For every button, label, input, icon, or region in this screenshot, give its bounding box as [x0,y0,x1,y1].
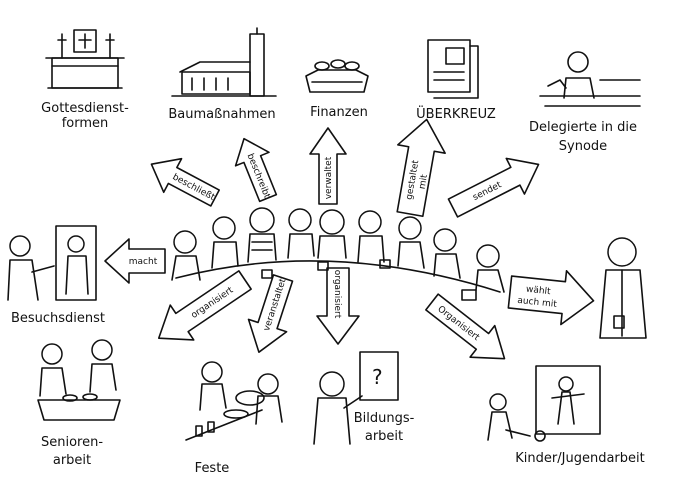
label-bildung-line1: Bildungs- [354,411,415,426]
pastor-illustration [599,237,647,339]
label-senioren-line2: arbeit [53,453,91,468]
info-sign-icon: ? [372,365,383,389]
arrow-macht: macht [104,238,166,284]
label-delegierte-line1: Delegierte in die [529,120,637,135]
arrow-label-organisiert-center: organisiert [332,270,342,319]
label-feste: Feste [195,461,230,476]
arrow-beschreibt: beschreibt [234,137,278,203]
arrow-label-verwaltet: verwaltet [324,156,334,199]
arrow-verwaltet: verwaltet [309,127,347,205]
arrow-sendet: sendet [447,157,540,218]
synod-delegate-illustration [539,51,641,107]
finance-illustration [305,59,369,93]
altar-illustration [45,29,125,89]
label-gottesdienst-line2: formen [62,116,109,131]
label-bildung-line2: arbeit [365,429,403,444]
arrow-label-macht: macht [129,257,158,267]
label-besuchsdienst: Besuchsdienst [11,311,105,326]
label-finanzen: Finanzen [310,105,368,120]
arrow-beschliesst: beschließt [150,157,221,207]
education-illustration: ? [313,351,399,445]
seniors-illustration [37,339,121,421]
arrow-label-waehlt: wählt [526,285,552,298]
label-delegierte-line2: Synode [559,139,607,154]
label-ueberkreuz: ÜBERKREUZ [416,105,496,122]
arrow-organisiert-left: organisiert [157,270,252,341]
newsletter-illustration [427,39,479,99]
label-senioren-line1: Senioren- [41,435,103,450]
arrow-label-gestaltet-mit: mit [418,173,430,190]
arrow-waehlt-auch-mit: wählt auch mit [507,269,595,326]
church-building-illustration [171,27,277,97]
arrow-organisiert-center: organisiert [316,267,360,345]
arrow-gestaltet-mit: gestaltet mit [396,118,446,218]
label-baumassnahmen: Baumaßnahmen [168,107,275,122]
label-gottesdienst-line1: Gottesdienst- [41,101,129,116]
label-kinder-jugendarbeit: Kinder/Jugendarbeit [515,451,644,466]
party-illustration [185,361,283,441]
council-group-illustration [171,207,505,301]
arrow-label-auch-mit: auch mit [517,296,558,310]
youth-illustration [487,365,601,442]
visit-illustration [7,225,97,301]
